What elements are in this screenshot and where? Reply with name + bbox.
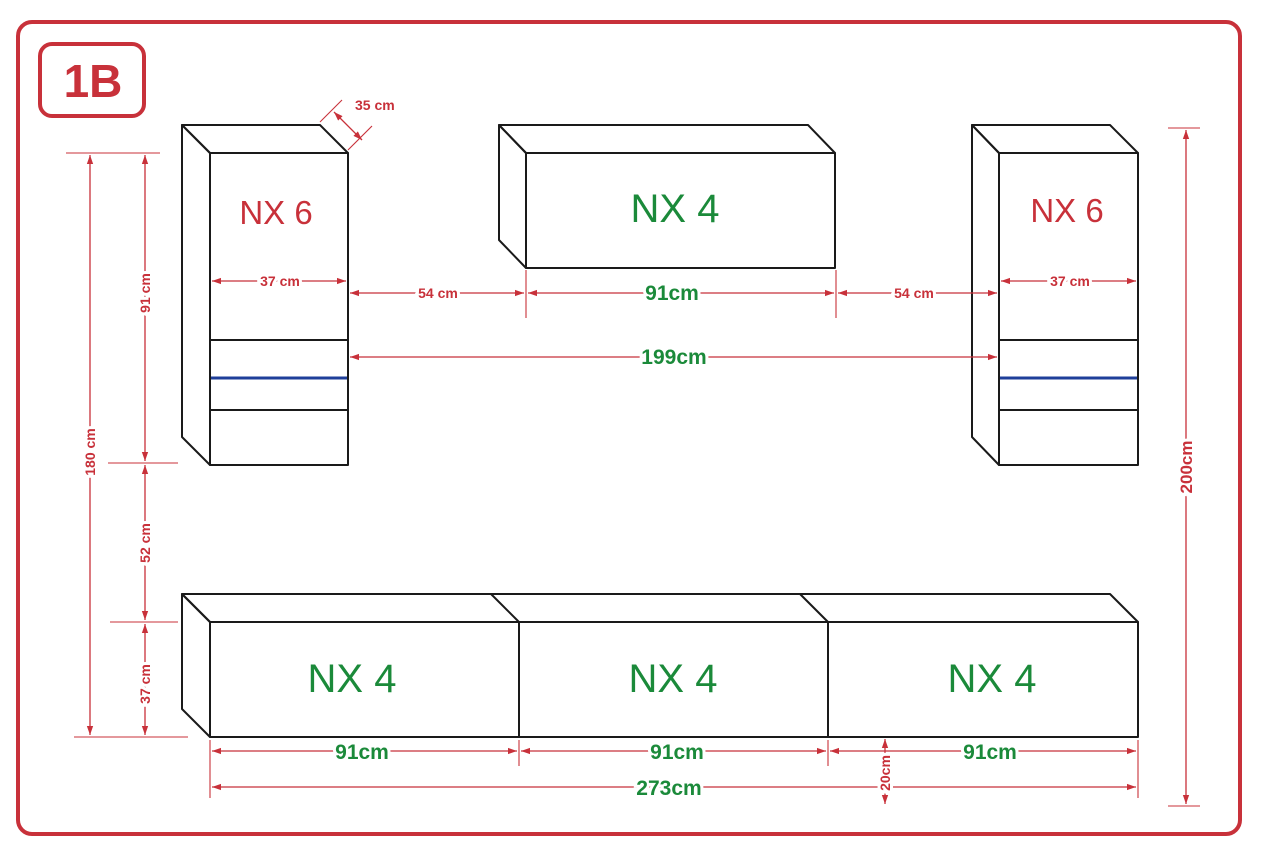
dim-bottom-width-1-text: 91cm [335,741,389,764]
dim-floor-gap-text: 20cm [877,755,893,791]
module-label-bottom-1: NX 4 [308,657,397,701]
dim-depth-text: 35 cm [355,97,395,113]
dim-gap-left: 54 cm [350,270,527,318]
cabinet-right-tall [971,124,1139,466]
dim-bottom-width-2-text: 91cm [650,741,704,764]
cabinet-left-tall [181,124,349,466]
variant-badge-text: 1B [64,55,123,107]
dim-gap-height: 52 cm [134,465,156,620]
dim-gap-left-text: 54 cm [418,285,458,301]
module-label-bottom-3: NX 4 [948,657,1037,701]
dim-span-between: 199cm [350,343,997,372]
dim-bottom-total: 273cm [212,774,1136,803]
module-label-top: NX 4 [631,187,720,231]
dim-bottom-total-text: 273cm [636,777,701,800]
dim-right-inner-width: 37 cm [1001,270,1136,292]
dim-bottom-height-text: 37 cm [137,664,153,704]
variant-badge: 1B [38,42,146,118]
dim-span-between-text: 199cm [641,346,706,369]
dim-top-width: 91cm [528,270,837,318]
dim-floor-gap: 20cm [874,739,896,804]
dim-gap-right: 54 cm [838,282,997,304]
dim-bottom-width-3-text: 91cm [963,741,1017,764]
dim-gap-height-text: 52 cm [137,523,153,563]
dim-top-width-text: 91cm [645,282,699,305]
dim-overall-left-height: 180 cm [79,155,101,735]
dim-left-inner-width-text: 37 cm [260,273,300,289]
dim-bottom-height: 37 cm [134,624,156,735]
module-label-right: NX 6 [1030,192,1103,229]
dim-overall-right-height-text: 200cm [1177,441,1196,494]
dim-gap-right-text: 54 cm [894,285,934,301]
cabinet-top-wall [498,124,836,269]
lowboard-bottom [181,593,1139,738]
dim-right-inner-width-text: 37 cm [1050,273,1090,289]
dim-bottom-width-3: 91cm [830,738,1136,767]
module-label-bottom-2: NX 4 [629,657,718,701]
dim-bottom-width-1: 91cm [212,738,517,767]
dim-tall-upper-height-text: 91 cm [137,273,153,313]
dim-overall-left-height-text: 180 cm [82,428,98,475]
dim-tall-upper-height: 91 cm [134,155,156,461]
module-label-left: NX 6 [239,194,312,231]
dim-overall-right-height: 200cm [1168,127,1200,807]
outer-frame [16,20,1242,836]
dim-left-inner-width: 37 cm [212,270,346,292]
dim-bottom-width-2: 91cm [521,738,826,767]
dim-depth: 35 cm [319,97,395,151]
